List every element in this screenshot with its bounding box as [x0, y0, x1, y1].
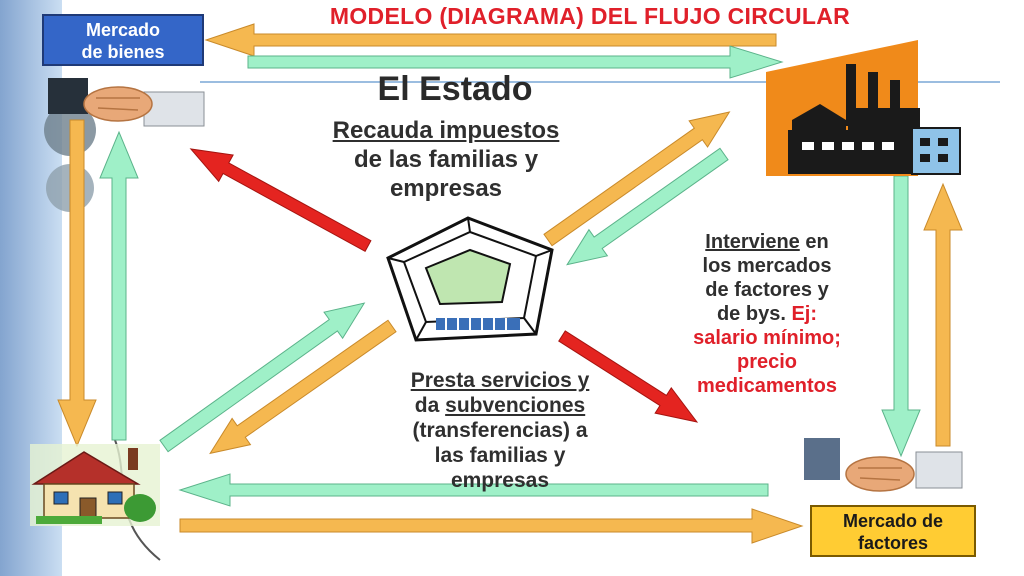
interviene-line2: los mercados: [702, 255, 832, 277]
handshake-icon: [48, 78, 205, 127]
flow-arrow-bottom-green: [178, 473, 769, 507]
flow-arrow-household-to-gov-green: [159, 302, 366, 453]
diagram-title: MODELO (DIAGRAMA) DEL FLUJO CIRCULAR: [329, 3, 851, 29]
presta-line1: Presta servicios y: [410, 369, 590, 392]
example-line1: salario mínimo;: [693, 327, 841, 349]
government-building-icon: [386, 216, 554, 342]
recauda-line1: Recauda impuestos: [332, 117, 560, 144]
mercado-de-bienes-box: Mercado de bienes: [42, 14, 204, 66]
example-label: Ej:: [791, 303, 818, 325]
red-arrow-market-intervention: [558, 330, 699, 423]
flow-arrow-top-green: [247, 45, 784, 79]
mercado-factores-line1: Mercado de: [842, 511, 944, 531]
presta-line2-start: da: [414, 394, 446, 417]
recauda-line3: empresas: [389, 175, 503, 202]
flow-arrow-factory-to-gov-green: [566, 147, 729, 266]
recauda-impuestos-text: Recauda impuestos de las familias y empr…: [266, 116, 626, 203]
flow-arrow-right-orange: [923, 182, 963, 447]
presta-servicios-text: Presta servicios y da subvenciones (tran…: [362, 368, 638, 493]
flow-arrow-gov-to-household-orange: [209, 319, 397, 455]
recauda-line2: de las familias y: [353, 146, 539, 173]
flow-arrow-top-orange: [204, 23, 777, 57]
mercado-bienes-line2: de bienes: [81, 42, 165, 62]
interviene-line4-start: de bys.: [716, 303, 792, 325]
presta-line4: las familias y: [434, 444, 566, 467]
example-line2: precio: [736, 351, 798, 373]
mercado-factores-line2: factores: [857, 533, 929, 553]
factory-icon: [766, 40, 961, 176]
flow-arrow-left-orange: [57, 119, 97, 448]
presta-line3: (transferencias) a: [412, 419, 588, 442]
flow-arrow-gov-to-factory-orange: [543, 111, 731, 247]
example-line3: medicamentos: [696, 375, 838, 397]
interviene-text: Interviene en los mercados de factores y…: [650, 230, 884, 398]
flow-arrow-right-green: [881, 175, 921, 458]
handshake-icon: [804, 438, 963, 492]
mercado-de-factores-box: Mercado de factores: [810, 505, 976, 557]
mercado-bienes-line1: Mercado: [85, 20, 161, 40]
presta-line5: empresas: [450, 469, 550, 492]
house-icon: [30, 444, 160, 526]
red-arrow-tax-collection: [189, 148, 372, 252]
interviene-line1-rest: en: [799, 231, 829, 253]
presta-line2-underlined: subvenciones: [445, 394, 586, 417]
interviene-word: Interviene: [705, 231, 800, 253]
el-estado-heading: El Estado: [377, 70, 533, 108]
flow-arrow-left-green: [99, 130, 139, 441]
flow-arrow-bottom-orange: [179, 508, 804, 544]
interviene-line3: de factores y: [705, 279, 829, 301]
